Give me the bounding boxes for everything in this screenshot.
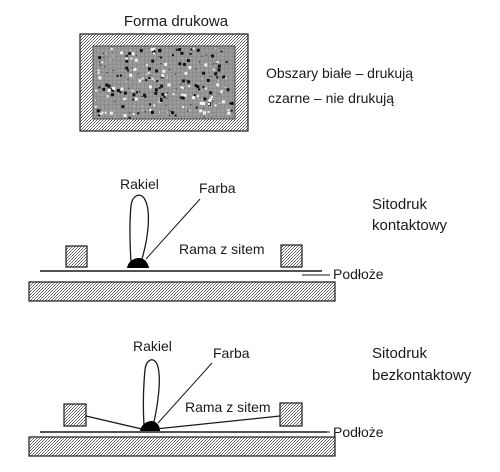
contact-ink-label: Farba [199, 180, 236, 196]
printing-form-title: Forma drukowa [124, 13, 229, 30]
offcontact-frame-label: Rama z sitem [185, 399, 271, 415]
offcontact-ink-label: Farba [213, 345, 250, 361]
offcontact-substrate [28, 436, 336, 457]
offcontact-ink-leader [157, 362, 213, 424]
offcontact-ink-blob [140, 421, 160, 431]
contact-frame-label: Rama z sitem [179, 241, 265, 257]
contact-substrate-label: Podłoże [333, 266, 384, 282]
printing-form-note-line2: czarne – nie drukują [268, 90, 394, 106]
stencil-mesh [92, 45, 236, 120]
offcontact-squeegee [142, 359, 160, 427]
offcontact-substrate-label: Podłoże [333, 424, 384, 440]
contact-method-line1: Sitodruk [372, 196, 428, 213]
offcontact-screen-mesh [85, 415, 281, 431]
offcontact-squeegee-label: Rakiel [133, 338, 172, 354]
offcontact-frame-left [63, 403, 87, 427]
contact-substrate [28, 281, 336, 302]
contact-frame-right [280, 244, 303, 268]
printing-form-stencil [79, 33, 249, 132]
contact-ink-leader [145, 198, 201, 260]
offcontact-frame-right [279, 402, 303, 427]
contact-ink-blob [127, 258, 149, 268]
contact-method-line2: kontaktowy [372, 217, 448, 234]
contact-printing-group: Rakiel Farba Rama z sitem Podłoże Sitodr… [28, 176, 448, 302]
contact-squeegee-label: Rakiel [120, 176, 159, 192]
offcontact-printing-group: Rakiel Farba Rama z sitem Podłoże Sitodr… [28, 338, 472, 457]
stencil-speckles [94, 47, 234, 119]
printing-form-note-line1: Obszary białe – drukują [266, 65, 413, 81]
contact-frame-left [65, 245, 88, 268]
contact-squeegee [129, 194, 149, 263]
offcontact-method-line2: bezkontaktowy [372, 367, 472, 384]
printing-form-group: Forma drukowa Obszary białe – drukują cz… [79, 13, 413, 132]
offcontact-method-line1: Sitodruk [372, 345, 428, 362]
